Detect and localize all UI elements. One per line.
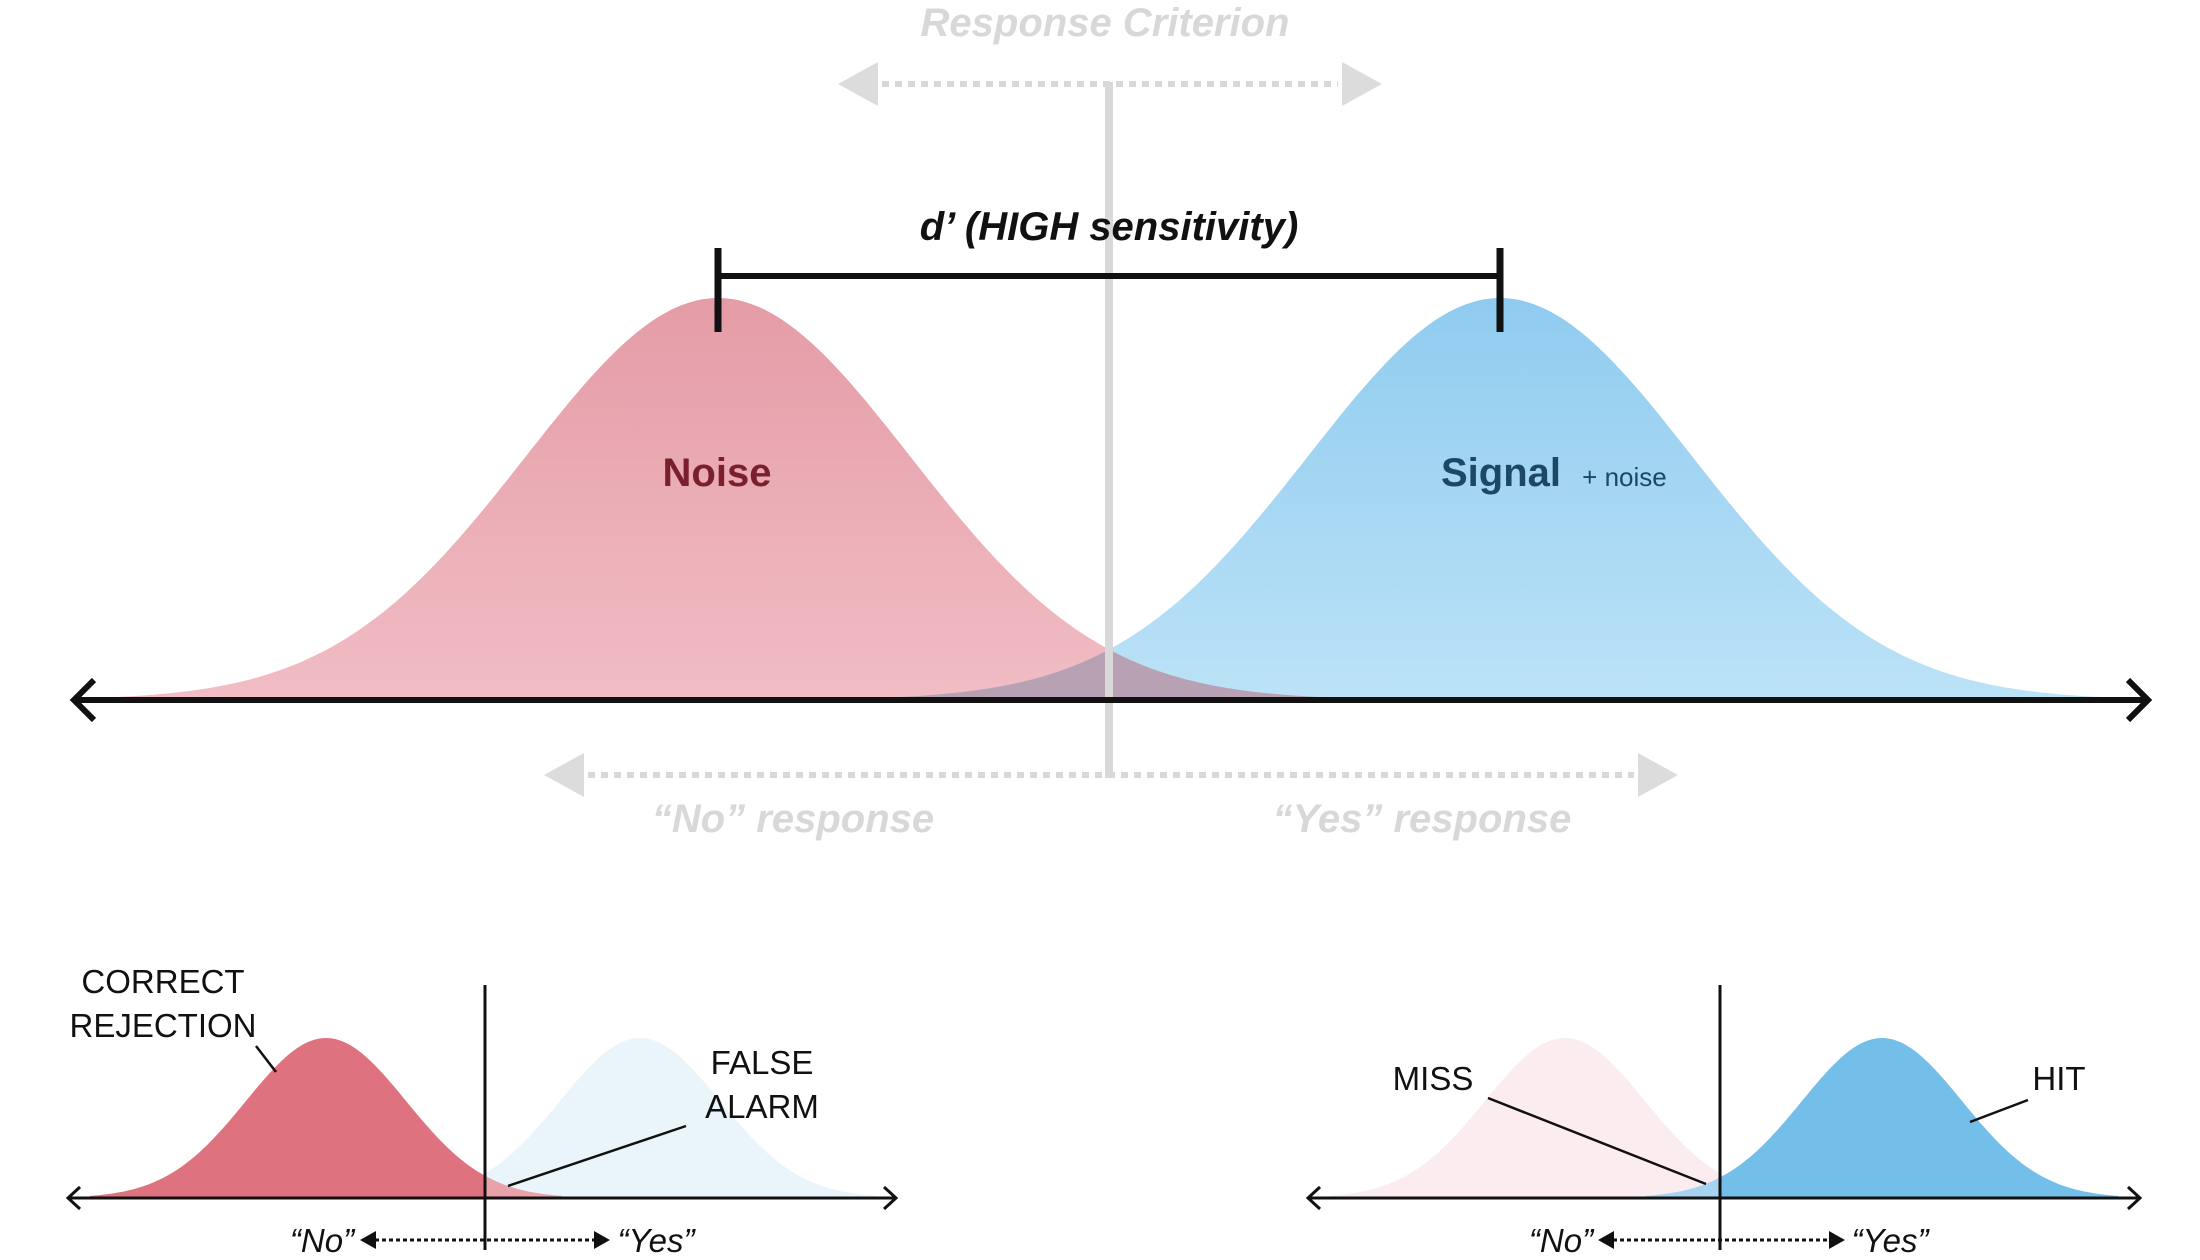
signal-label-suffix: + noise <box>1582 462 1667 492</box>
right-panel: “No” “Yes” MISS HIT <box>1305 985 2143 1259</box>
correct-rejection-line2: REJECTION <box>69 1007 256 1044</box>
no-response-label: “No” response <box>652 797 934 841</box>
signal-label: Signal + noise <box>1441 451 1667 495</box>
left-panel-yes-label: “Yes” <box>617 1222 696 1259</box>
dprime-bracket <box>714 248 1504 332</box>
yes-response-label: “Yes” response <box>1273 797 1572 841</box>
left-panel-no-label: “No” <box>290 1222 356 1259</box>
right-panel-axis <box>1305 1185 2143 1211</box>
right-panel-response-arrow <box>1598 1231 1845 1249</box>
right-panel-noise-faint <box>1329 1038 1801 1198</box>
noise-label: Noise <box>663 451 772 495</box>
left-panel-signal-faint <box>404 1038 876 1198</box>
correct-rejection-line1: CORRECT <box>81 963 244 1000</box>
main-axis <box>69 677 2153 723</box>
left-panel-axis <box>65 1185 899 1211</box>
left-panel-false-alarm-area <box>485 1175 562 1198</box>
false-alarm-line2: ALARM <box>705 1088 819 1125</box>
miss-pointer <box>1487 1096 1707 1186</box>
dprime-label: d’ (HIGH sensitivity) <box>920 205 1299 249</box>
false-alarm-line1: FALSE <box>711 1044 814 1081</box>
signal-distribution <box>880 298 2120 700</box>
hit-pointer <box>1969 1098 2029 1124</box>
right-panel-no-label: “No” <box>1529 1222 1595 1259</box>
noise-distribution <box>100 298 1336 700</box>
right-panel-miss-area <box>1646 1177 1720 1198</box>
signal-label-main: Signal <box>1441 451 1561 495</box>
left-panel-correct-rejection-area <box>90 1038 485 1198</box>
miss-label: MISS <box>1393 1060 1474 1097</box>
correct-rejection-pointer <box>255 1045 277 1073</box>
right-panel-hit-area <box>1720 1038 2118 1198</box>
left-panel-response-arrow <box>360 1231 610 1249</box>
criterion-title: Response Criterion <box>921 1 1290 45</box>
response-arrow <box>544 753 1678 797</box>
hit-label: HIT <box>2032 1060 2085 1097</box>
right-panel-yes-label: “Yes” <box>1851 1222 1930 1259</box>
false-alarm-pointer <box>507 1124 687 1188</box>
left-panel: “No” “Yes” CORRECT REJECTION FALSE ALARM <box>65 963 899 1259</box>
